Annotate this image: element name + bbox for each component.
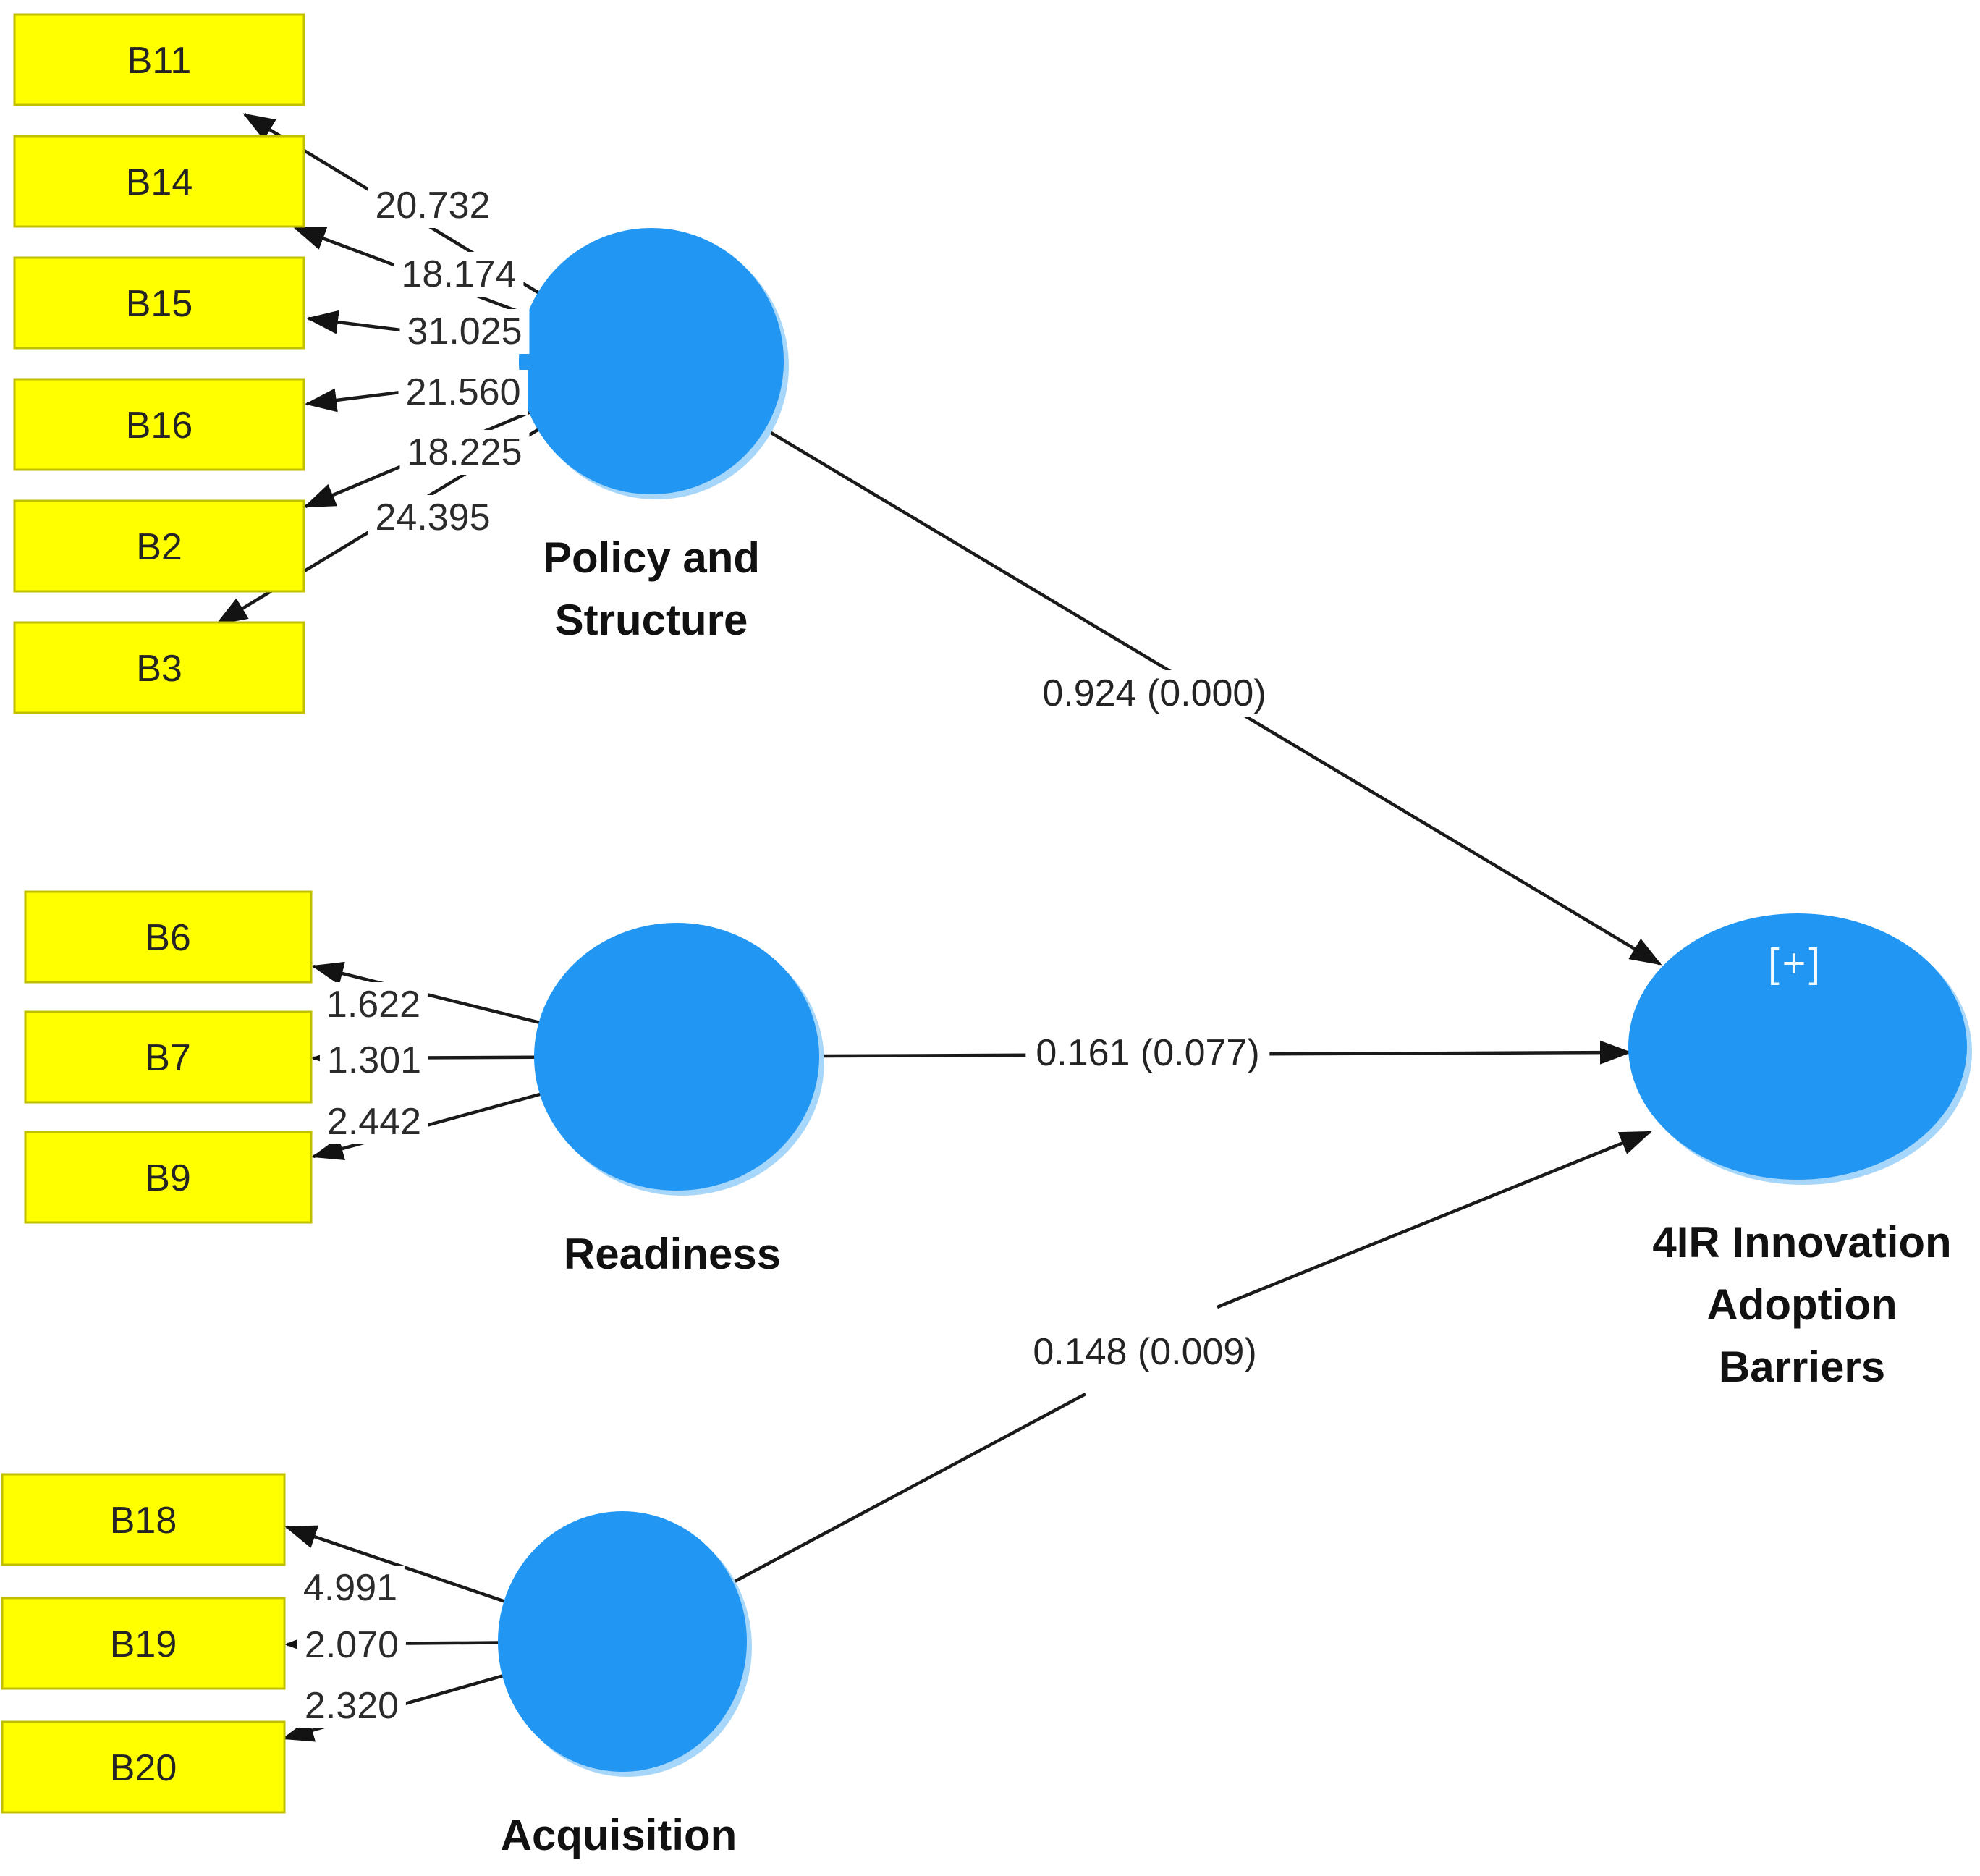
barriers-label-line1: 4IR Innovation xyxy=(1652,1218,1952,1267)
indicator-label-b7: B7 xyxy=(145,1037,191,1079)
indicator-label-b16: B16 xyxy=(125,405,193,447)
barriers-label-line2: Adoption xyxy=(1706,1280,1898,1329)
loading-value-b6: 1.622 xyxy=(318,982,428,1027)
indicator-box-b20[interactable] xyxy=(1,1720,286,1814)
path-coefficient-policy: 0.924 (0.000) xyxy=(1032,670,1277,717)
indicator-box-b18[interactable] xyxy=(1,1473,286,1566)
indicator-label-b18: B18 xyxy=(109,1500,177,1542)
indicator-label-b19: B19 xyxy=(109,1623,177,1665)
indicator-box-b11[interactable] xyxy=(13,13,305,106)
indicator-box-b14[interactable] xyxy=(13,135,305,228)
indicator-box-b15[interactable] xyxy=(13,256,305,350)
indicator-label-b2: B2 xyxy=(136,526,182,568)
indicator-box-b19[interactable] xyxy=(1,1597,286,1690)
indicator-label-b15: B15 xyxy=(125,283,193,325)
path-coefficient-acquisition: 0.148 (0.009) xyxy=(1023,1329,1267,1375)
readiness-construct-label: Readiness xyxy=(563,1230,782,1278)
expand-collapse-badge[interactable]: [+] xyxy=(1768,939,1823,986)
path-policy-to-barriers xyxy=(650,360,1662,966)
loading-value-b19: 2.070 xyxy=(297,1623,407,1668)
loading-value-b9: 2.442 xyxy=(319,1099,429,1144)
indicator-box-b9[interactable] xyxy=(24,1131,313,1224)
path-coefficient-readiness: 0.161 (0.077) xyxy=(1025,1030,1270,1076)
loading-value-b7: 1.301 xyxy=(319,1038,429,1083)
indicator-label-b9: B9 xyxy=(145,1157,191,1199)
readiness-construct-node[interactable] xyxy=(534,923,819,1191)
indicator-box-b3[interactable] xyxy=(13,621,305,714)
indicator-box-b16[interactable] xyxy=(13,378,305,471)
loading-value-b18: 4.991 xyxy=(295,1566,405,1610)
loading-value-b15: 31.025 xyxy=(399,309,530,354)
indicator-box-b7[interactable] xyxy=(24,1010,313,1104)
indicator-label-b3: B3 xyxy=(136,648,182,690)
barriers-label-line3: Barriers xyxy=(1718,1343,1886,1391)
policy-label-line2: Structure xyxy=(554,596,748,644)
policy-construct-node[interactable] xyxy=(519,228,784,494)
loading-value-b16: 21.560 xyxy=(398,370,528,415)
indicator-box-b2[interactable] xyxy=(13,499,305,593)
loading-value-b3: 24.395 xyxy=(368,495,498,540)
indicator-label-b6: B6 xyxy=(145,917,191,959)
barriers-construct-label: 4IR Innovation Adoption Barriers xyxy=(1652,1212,1951,1398)
loading-value-b2: 18.225 xyxy=(399,430,530,475)
loading-value-b20: 2.320 xyxy=(297,1683,407,1728)
loading-value-b14: 18.174 xyxy=(394,252,524,297)
acquisition-construct-node[interactable] xyxy=(498,1511,747,1772)
indicator-label-b11: B11 xyxy=(127,40,192,82)
path-acquisition-to-barriers-head xyxy=(1217,1130,1652,1309)
loading-value-b11: 20.732 xyxy=(368,183,498,228)
barriers-construct-node[interactable] xyxy=(1628,913,1967,1180)
acquisition-construct-label: Acquisition xyxy=(500,1811,737,1859)
indicator-label-b20: B20 xyxy=(109,1747,177,1789)
indicator-box-b6[interactable] xyxy=(24,890,313,984)
indicator-label-b14: B14 xyxy=(125,161,193,203)
policy-construct-label: Policy and Structure xyxy=(543,527,760,651)
policy-label-line1: Policy and xyxy=(542,533,761,582)
